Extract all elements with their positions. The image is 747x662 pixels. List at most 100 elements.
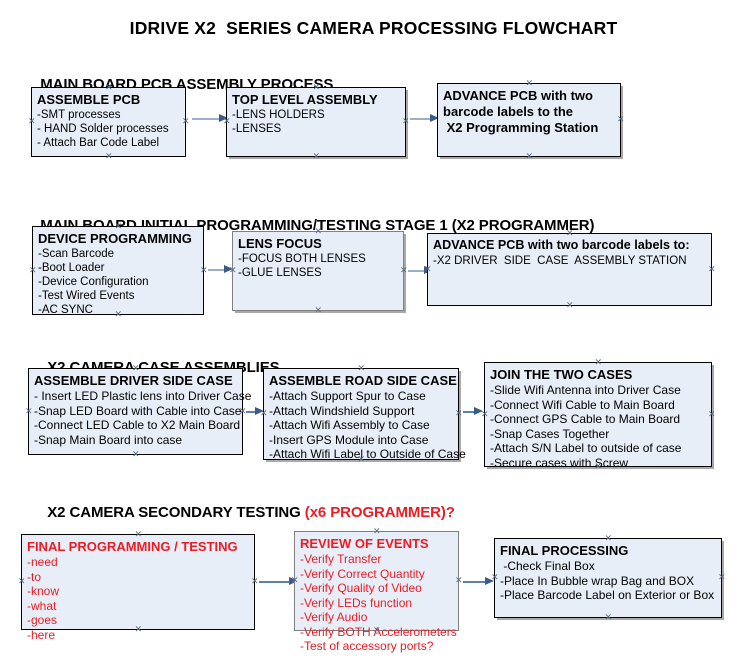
connector-arrow [246,407,264,416]
node-assemble-road-side-case[interactable]: ASSEMBLE ROAD SIDE CASE -Attach Support … [260,363,466,464]
node-line: -Scan Barcode [38,248,115,260]
node-line: -SMT processes [37,109,121,121]
connection-handle-top[interactable]: ✕ [525,78,534,88]
connector-shaft [410,118,431,120]
connector-arrow [463,407,483,416]
connection-handle-bottom[interactable]: ✕ [314,305,323,315]
connector-shaft [208,269,225,271]
node-line: -Place Barcode Label on Exterior or Box [500,588,715,602]
node-title: REVIEW OF EVENTS [300,536,429,551]
node-line: -Verify Transfer [300,552,382,566]
node-assemble-driver-side-case[interactable]: ASSEMBLE DRIVER SIDE CASE - Insert LED P… [25,364,252,459]
connector-shaft [408,270,425,272]
connection-handle-bottom[interactable]: ✕ [525,151,534,161]
node-line: -Device Configuration [38,276,149,288]
node-line: -Verify LEDs function [300,595,413,610]
node-line: -Test Wired Events [38,290,135,302]
section-heading-4-accent: (x6 PROGRAMMER)? [304,504,455,521]
connection-handle-left[interactable]: ✕ [18,576,26,586]
node-line: -Insert GPS Module into Case [269,432,429,447]
node-title-line3: X2 Programming Station [443,120,599,135]
connector-shaft [246,411,256,413]
connector-arrow [463,577,494,586]
connector-arrowhead [255,407,264,415]
node-line: -Attach Wifi Label to Outside of Case [269,447,466,461]
node-line: - Attach Bar Code Label [37,137,160,149]
connector-shaft [463,581,486,583]
connector-arrowhead [430,114,439,122]
node-line-overflow: -Test of accessory ports? [300,639,434,653]
connection-handle-left[interactable]: ✕ [29,264,37,275]
connector-shaft [463,411,475,413]
node-title: FINAL PROCESSING [500,543,629,558]
node-line: -FOCUS BOTH LENSES [238,253,366,265]
node-assemble-pcb[interactable]: ASSEMBLE PCB -SMT processes - HAND Solde… [28,83,190,161]
connection-handle-bottom[interactable]: ✕ [105,151,113,161]
node-line: -X2 DRIVER SIDE CASE ASSEMBLY STATION [433,255,687,267]
node-device-programming[interactable]: DEVICE PROGRAMMING -Scan Barcode -Boot L… [29,222,208,319]
node-line: -Snap Cases Together [490,426,610,441]
connection-handle-top[interactable]: ✕ [604,533,613,543]
node-line: -Place In Bubble wrap Bag and BOX [500,573,695,588]
node-title: ASSEMBLE ROAD SIDE CASE [269,373,457,388]
node-final-processing[interactable]: FINAL PROCESSING -Check Final Box -Place… [491,533,726,622]
node-line: -Attach Windshield Support [269,403,415,418]
connection-handle-left[interactable]: ✕ [28,116,36,126]
node-line: -Snap LED Board with Cable into Case [34,403,242,418]
section-heading-4: X2 CAMERA SECONDARY TESTING (x6 PROGRAMM… [31,487,455,538]
node-line: -Check Final Box [500,559,595,573]
connection-handle-bottom[interactable]: ✕ [566,300,574,310]
node-line: -LENS HOLDERS [232,109,325,121]
connector-arrowhead [485,577,494,585]
node-title: LENS FOCUS [238,236,322,251]
node-title: TOP LEVEL ASSEMBLY [232,92,378,107]
connection-handle-top[interactable]: ✕ [594,357,603,367]
connector-arrow [208,265,233,274]
node-line: -here [27,627,56,642]
node-line: -to [27,569,42,584]
node-line: -AC SYNC [38,304,93,316]
connection-handle-bottom[interactable]: ✕ [312,151,321,161]
node-join-the-two-cases[interactable]: JOIN THE TWO CASES -Slide Wifi Antenna i… [481,357,716,471]
node-line: -Verify Quality of Video [300,581,422,595]
node-title: JOIN THE TWO CASES [490,367,633,382]
node-line: -what [27,598,57,613]
node-review-of-events[interactable]: REVIEW OF EVENTS -Verify Transfer -Verif… [291,527,463,654]
node-advance-pcb-case-assembly-station[interactable]: ADVANCE PCB with two barcode labels to: … [424,229,716,310]
connector-arrow [259,577,298,586]
node-title: ADVANCE PCB with two [443,88,593,103]
connector-arrowhead [289,577,298,585]
connector-arrow [192,114,228,123]
connection-handle-left[interactable]: ✕ [25,405,33,416]
node-final-programming-testing[interactable]: FINAL PROGRAMMING / TESTING -need -to -k… [18,530,259,642]
node-title: ADVANCE PCB with two barcode labels to: [433,238,690,252]
node-line: -Boot Loader [38,262,105,274]
node-line: -Slide Wifi Antenna into Driver Case [490,383,681,397]
node-title: ASSEMBLE DRIVER SIDE CASE [34,373,233,388]
node-line: -Verify Correct Quantity [300,566,425,581]
connection-handle-bottom[interactable]: ✕ [132,449,140,459]
node-line: -Attach S/N Label to outside of case [490,441,682,455]
node-line: -Attach Wifi Assembly to Case [269,418,430,432]
node-advance-pcb-programming-station[interactable]: ADVANCE PCB with two barcode labels to t… [437,78,625,161]
connection-handle-bottom[interactable]: ✕ [604,612,613,622]
node-title: FINAL PROGRAMMING / TESTING [27,539,238,554]
node-line: -LENSES [232,123,282,135]
node-line: -Snap Main Board into case [34,432,183,447]
node-title: DEVICE PROGRAMMING [38,231,192,246]
connector-shaft [259,581,290,583]
connection-handle-top[interactable]: ✕ [357,363,366,373]
connector-arrow [410,114,439,123]
node-line: -GLUE LENSES [238,267,322,279]
node-line: -goes [27,613,58,627]
node-line: - HAND Solder processes [37,123,169,135]
node-top-level-assembly[interactable]: TOP LEVEL ASSEMBLY -LENS HOLDERS -LENSES… [223,83,410,161]
connector-arrowhead [219,114,228,122]
node-line: -Secure cases with Screw [490,455,629,470]
node-line: - Insert LED Plastic lens into Driver Ca… [34,389,252,403]
node-title-line2: barcode labels to the [443,104,574,119]
node-line: -Verify Audio [300,610,368,624]
node-lens-focus[interactable]: LENS FOCUS -FOCUS BOTH LENSES -GLUE LENS… [229,227,408,315]
node-title: ASSEMBLE PCB [37,92,141,107]
